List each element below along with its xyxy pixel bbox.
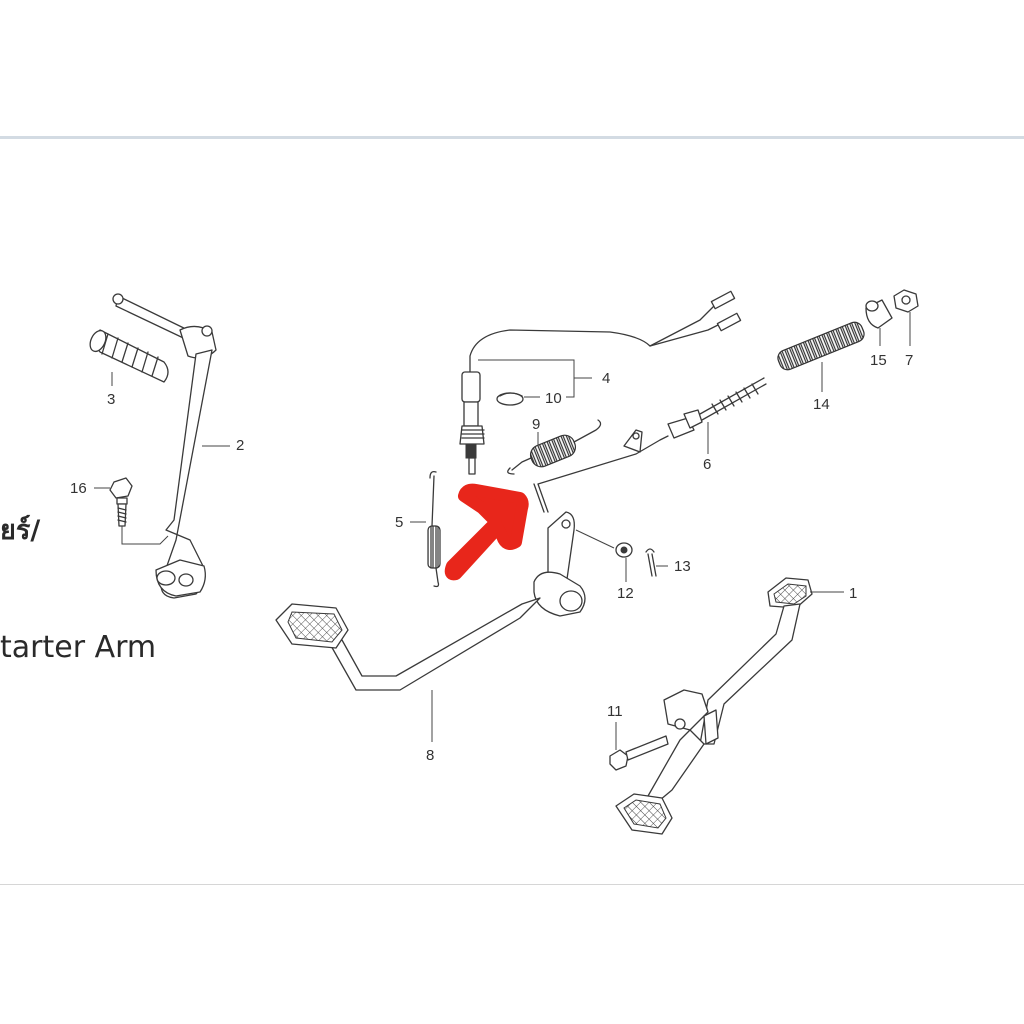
callout-7: 7	[905, 352, 913, 369]
callout-10: 10	[545, 390, 562, 407]
brake-spring	[777, 321, 865, 371]
callout-13: 13	[674, 558, 691, 575]
stand-bolt	[609, 735, 669, 771]
side-label-thai: ยร์/	[0, 515, 41, 546]
callout-3: 3	[107, 391, 115, 408]
adjusting-nut	[893, 289, 919, 313]
stop-switch-cable	[459, 290, 742, 475]
callout-12: 12	[617, 585, 634, 602]
highlight-arrow	[444, 483, 529, 581]
callout-6: 6	[703, 456, 711, 473]
kick-starter-grip	[89, 329, 169, 383]
side-stand-pedal	[615, 577, 813, 835]
brake-pedal	[275, 511, 586, 691]
bottom-divider	[0, 884, 1024, 885]
brake-joint	[865, 299, 893, 329]
cotter-pin	[645, 548, 657, 577]
top-divider	[0, 136, 1024, 139]
callout-8: 8	[426, 747, 434, 764]
callout-11: 11	[607, 703, 623, 720]
switch-clip	[496, 392, 524, 406]
washer	[615, 542, 633, 558]
side-label-english: tarter Arm	[0, 630, 157, 665]
stop-switch-spring	[507, 419, 602, 475]
callout-9: 9	[532, 416, 540, 433]
callout-16: 16	[70, 480, 87, 497]
brake-rod	[533, 377, 767, 513]
callout-4: 4	[602, 370, 610, 387]
return-spring	[427, 470, 441, 588]
callout-5: 5	[395, 514, 403, 531]
callout-2: 2	[236, 437, 244, 454]
callout-1: 1	[849, 585, 857, 602]
kick-starter-arm	[112, 293, 217, 599]
callout-15: 15	[870, 352, 887, 369]
kick-starter-bolt	[109, 477, 133, 527]
callout-14: 14	[813, 396, 830, 413]
